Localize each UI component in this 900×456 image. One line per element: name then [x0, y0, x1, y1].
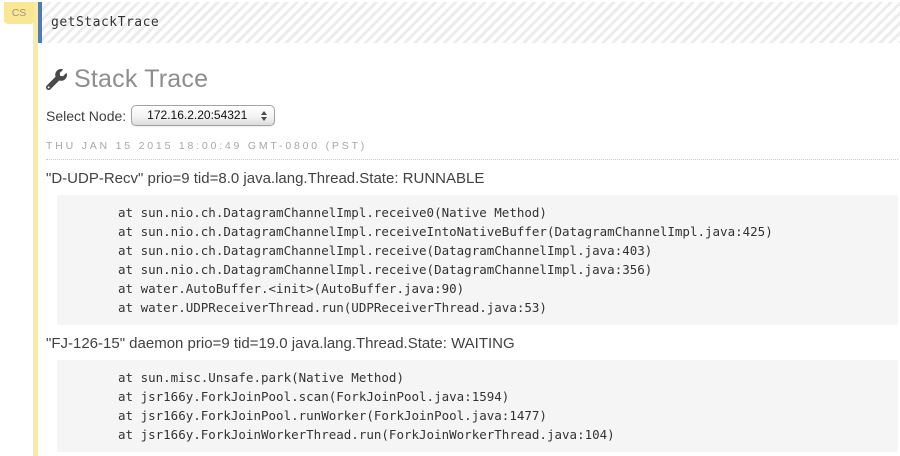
notebook-code-cell[interactable]: getStackTrace: [38, 2, 900, 43]
thread-entry: "FJ-126-15" daemon prio=9 tid=19.0 java.…: [46, 335, 898, 452]
thread-header: "D-UDP-Recv" prio=9 tid=8.0 java.lang.Th…: [46, 170, 485, 187]
stack-frames: at sun.nio.ch.DatagramChannelImpl.receiv…: [57, 195, 898, 325]
node-select-label: Select Node:: [46, 107, 127, 124]
stack-frames: at sun.misc.Unsafe.park(Native Method) a…: [57, 360, 898, 452]
wrench-icon: [46, 69, 67, 90]
node-select[interactable]: 172.16.2.20:54321: [131, 105, 276, 126]
cell-code-text: getStackTrace: [51, 15, 160, 30]
cell-type-badge[interactable]: CS: [4, 2, 34, 24]
page-title-text: Stack Trace: [74, 65, 209, 93]
thread-list: "D-UDP-Recv" prio=9 tid=8.0 java.lang.Th…: [46, 170, 898, 452]
node-selector-row: Select Node: 172.16.2.20:54321: [46, 104, 898, 127]
node-select-wrapper: 172.16.2.20:54321: [131, 105, 276, 126]
cell-output: Stack Trace Select Node: 172.16.2.20:543…: [40, 65, 900, 452]
timestamp-heading: THU JAN 15 2015 18:00:49 GMT-0800 (PST): [46, 140, 898, 160]
page-title: Stack Trace: [46, 65, 898, 94]
thread-header: "FJ-126-15" daemon prio=9 tid=19.0 java.…: [46, 335, 515, 352]
thread-entry: "D-UDP-Recv" prio=9 tid=8.0 java.lang.Th…: [46, 170, 898, 325]
cell-selection-line: [33, 2, 38, 456]
